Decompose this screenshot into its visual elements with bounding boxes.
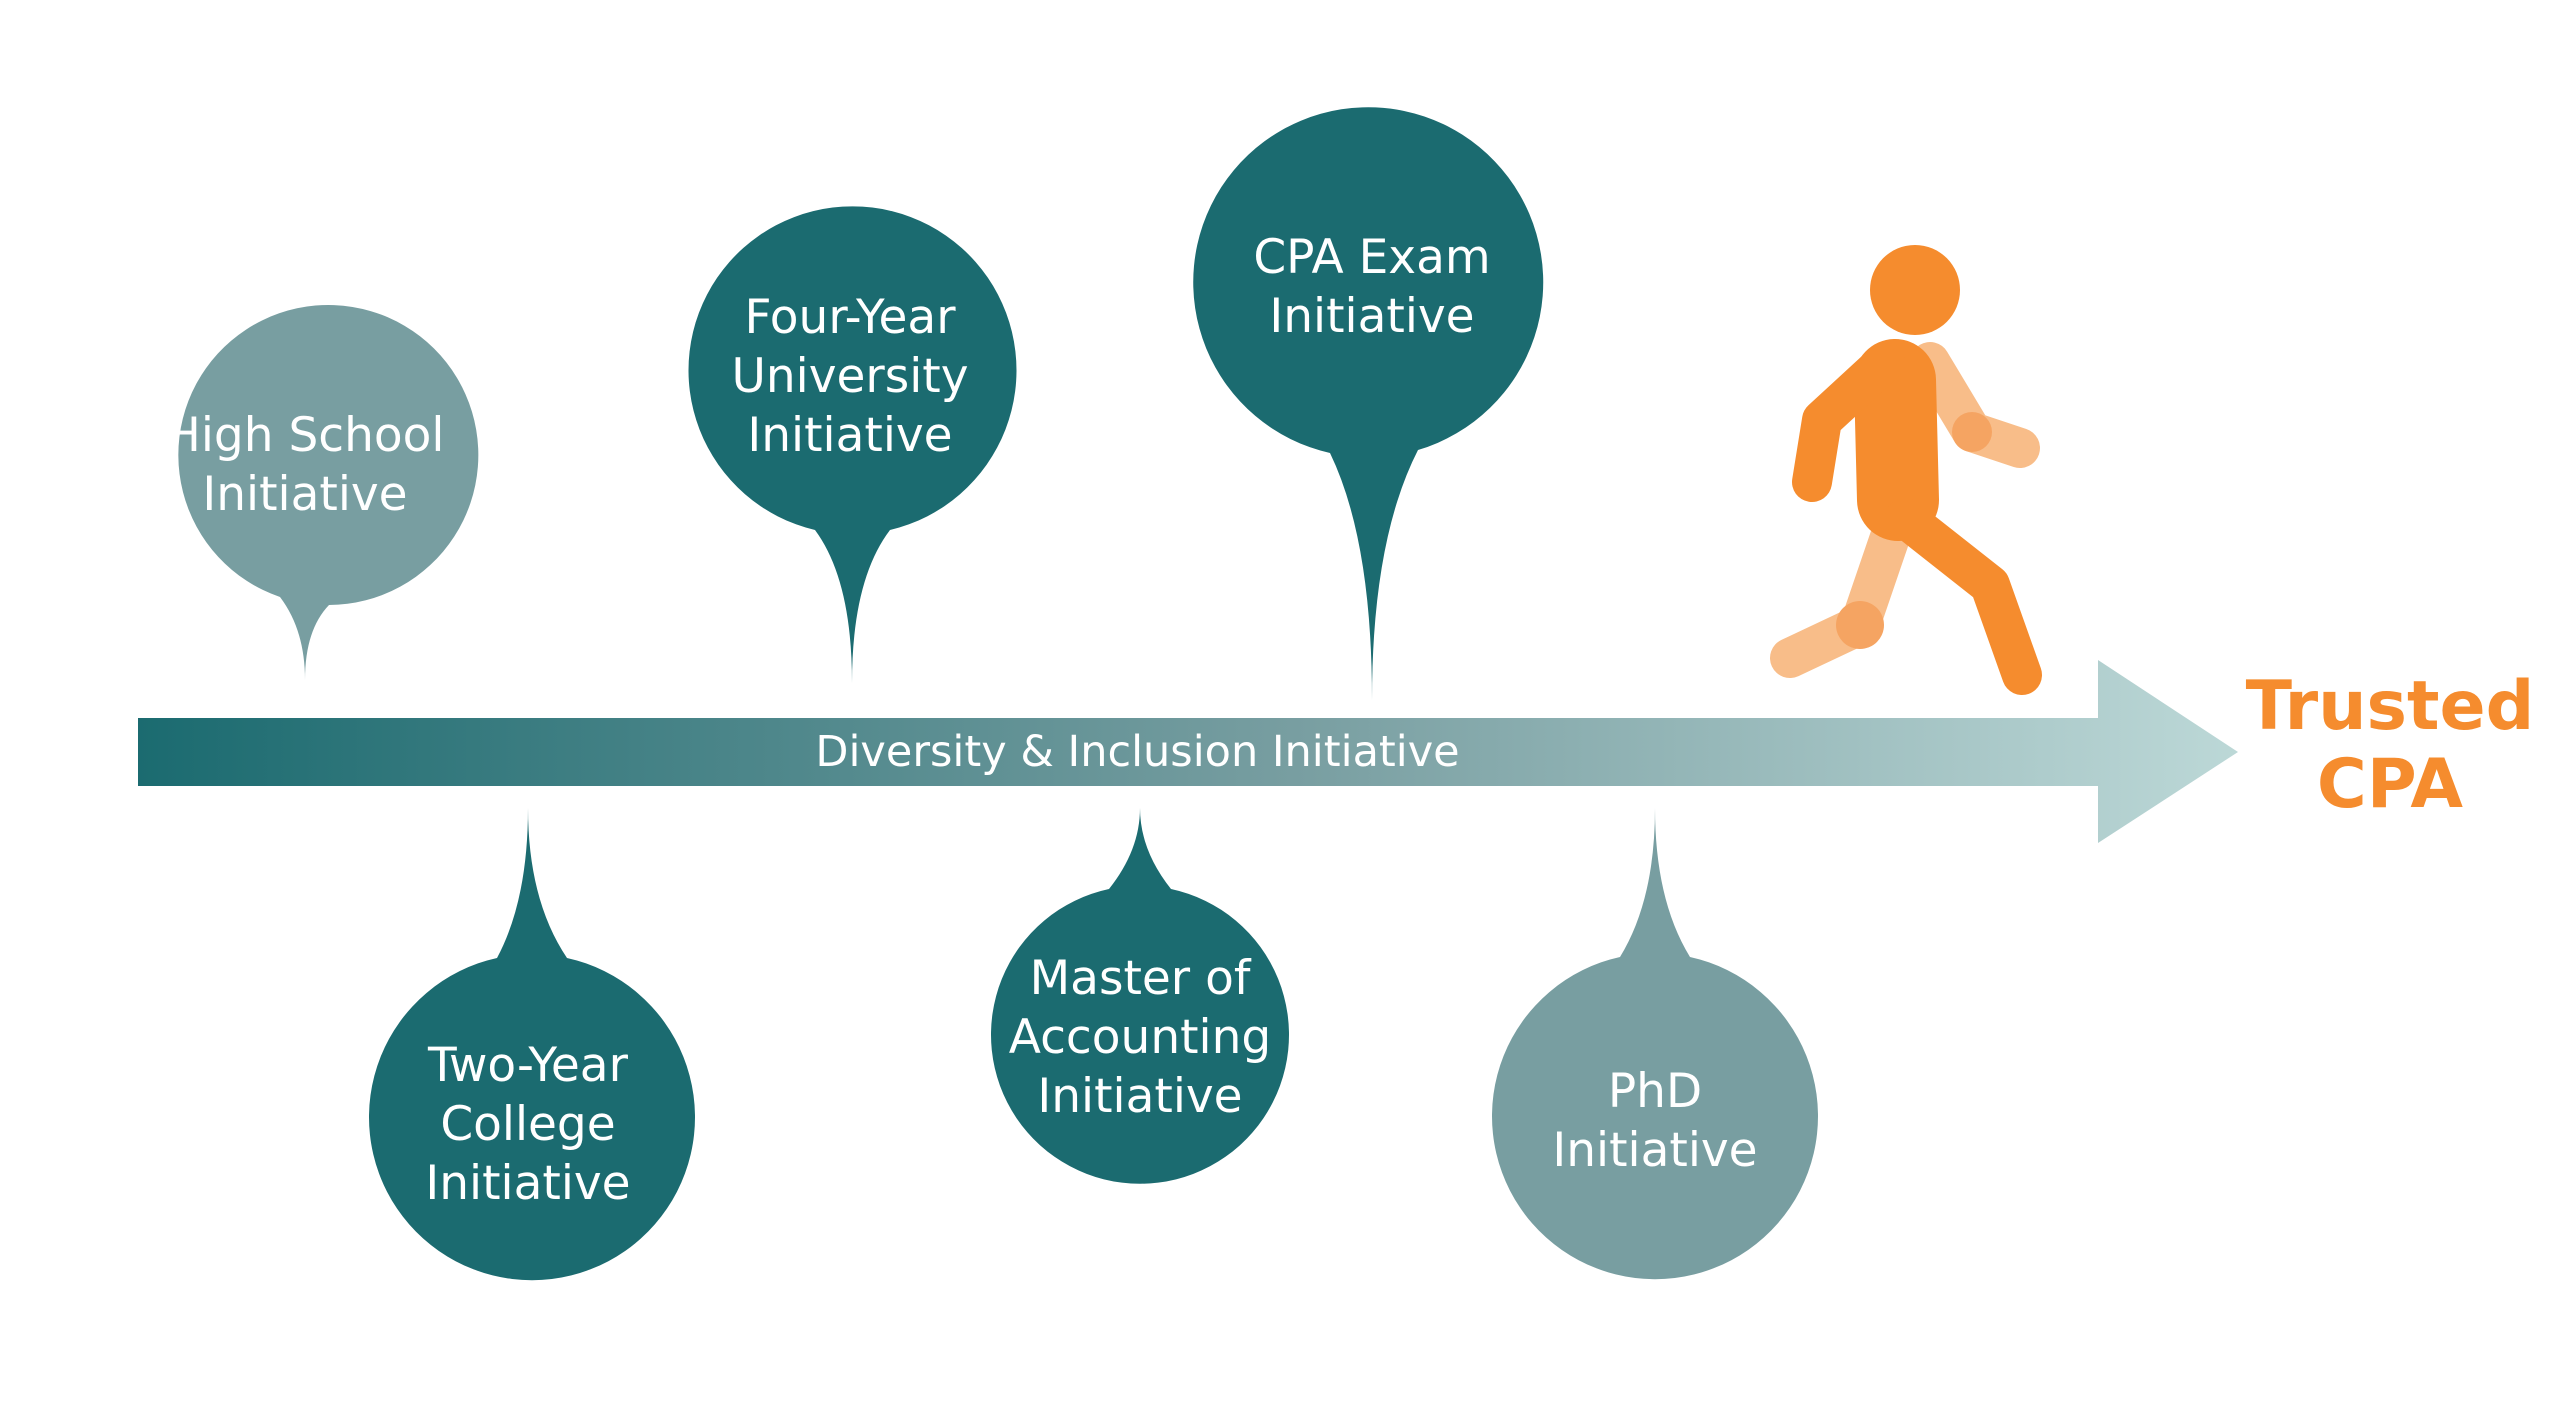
- four-year-university-label: Four-Year University Initiative: [690, 288, 1010, 465]
- two-year-college-line-1: Two-Year: [428, 1038, 628, 1093]
- master-of-accounting-line-3: Initiative: [1037, 1069, 1243, 1124]
- two-year-college-label: Two-Year College Initiative: [378, 1036, 678, 1213]
- cpa-exam-label: CPA Exam Initiative: [1222, 228, 1522, 346]
- high-school-label: High School Initiative: [155, 406, 455, 524]
- phd-pin-shape: [1492, 808, 1818, 1280]
- diversity-inclusion-label: Diversity & Inclusion Initiative: [815, 727, 1460, 777]
- master-of-accounting-line-2: Accounting: [1008, 1010, 1272, 1065]
- two-year-college-pin-shape: [369, 808, 695, 1281]
- master-of-accounting-pin-shape: [991, 808, 1289, 1184]
- person-front-arm: [1792, 342, 1905, 502]
- two-year-college-line-3: Initiative: [425, 1156, 631, 1211]
- walking-person-icon: [1770, 245, 2042, 695]
- high-school-pin-shape: [178, 305, 479, 680]
- cpa-exam-line-2: Initiative: [1269, 289, 1475, 344]
- goal-line-1: Trusted: [2245, 667, 2535, 746]
- four-year-university-line-2: University: [731, 349, 969, 404]
- phd-line-2: Initiative: [1552, 1123, 1758, 1178]
- cpa-exam-line-1: CPA Exam: [1253, 230, 1491, 285]
- person-torso: [1854, 339, 1939, 541]
- four-year-university-line-1: Four-Year: [744, 290, 956, 345]
- four-year-university-line-3: Initiative: [747, 408, 953, 463]
- two-year-college-line-2: College: [440, 1097, 616, 1152]
- phd-label: PhD Initiative: [1505, 1062, 1805, 1180]
- phd-line-1: PhD: [1607, 1064, 1703, 1119]
- master-of-accounting-label: Master of Accounting Initiative: [990, 949, 1290, 1126]
- master-of-accounting-line-1: Master of: [1029, 951, 1251, 1006]
- goal-line-2: CPA: [2316, 745, 2464, 824]
- four-year-university-pin-shape: [688, 206, 1017, 684]
- person-front-leg: [1885, 498, 2042, 695]
- person-head: [1870, 245, 1960, 335]
- timeline-arrow: [138, 660, 2238, 843]
- high-school-line-2: Initiative: [202, 467, 408, 522]
- high-school-line-1: High School: [165, 408, 445, 463]
- trusted-cpa-goal: Trusted CPA: [2230, 668, 2550, 824]
- cpa-exam-pin-shape: [1193, 107, 1544, 701]
